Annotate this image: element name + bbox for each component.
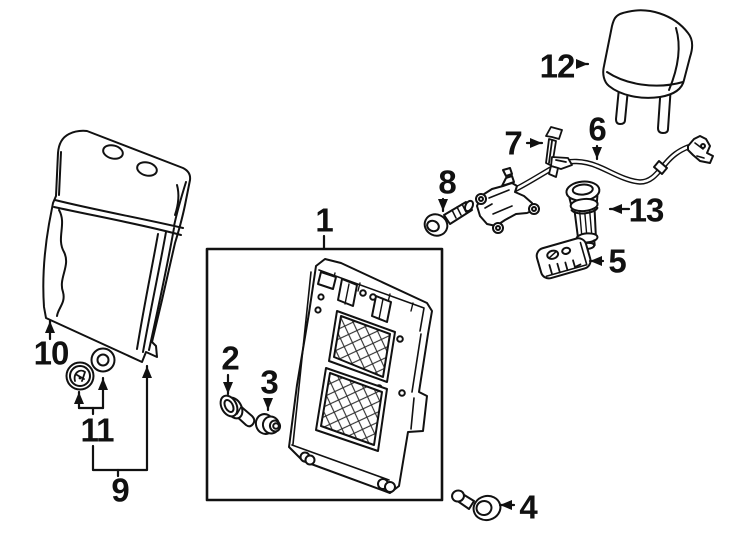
release-cable-illustration	[509, 135, 714, 194]
callout-2: 2	[221, 339, 239, 377]
grommet-illustration	[254, 413, 282, 435]
trim-grommet-illustration	[90, 347, 116, 373]
callout-7: 7	[504, 124, 522, 162]
callout-leaders	[45, 59, 631, 510]
callout-8: 8	[438, 163, 456, 201]
callout-10: 10	[33, 334, 70, 372]
callout-12: 12	[539, 47, 576, 85]
callout-9-leader-arrow	[91, 364, 152, 472]
screw-illustration	[451, 489, 502, 522]
bracket-clip-illustration	[545, 126, 573, 178]
callout-6: 6	[588, 110, 606, 148]
headrest-illustration	[602, 9, 694, 134]
callout-11: 11	[80, 411, 115, 449]
callout-3: 3	[260, 363, 278, 401]
callout-9: 9	[111, 471, 129, 509]
callout-4: 4	[519, 488, 537, 526]
latch-assembly-illustration	[475, 167, 540, 234]
callout-1: 1	[315, 201, 333, 239]
push-pin-illustration	[219, 394, 256, 428]
release-button-illustration	[535, 237, 592, 280]
seat-back-cover-illustration	[42, 129, 192, 363]
bolt-illustration	[423, 199, 475, 237]
seat-back-frame-illustration	[288, 258, 433, 494]
callout-13: 13	[628, 191, 665, 229]
trim-cap-icon-illustration	[65, 361, 95, 391]
callout-5: 5	[608, 242, 626, 280]
